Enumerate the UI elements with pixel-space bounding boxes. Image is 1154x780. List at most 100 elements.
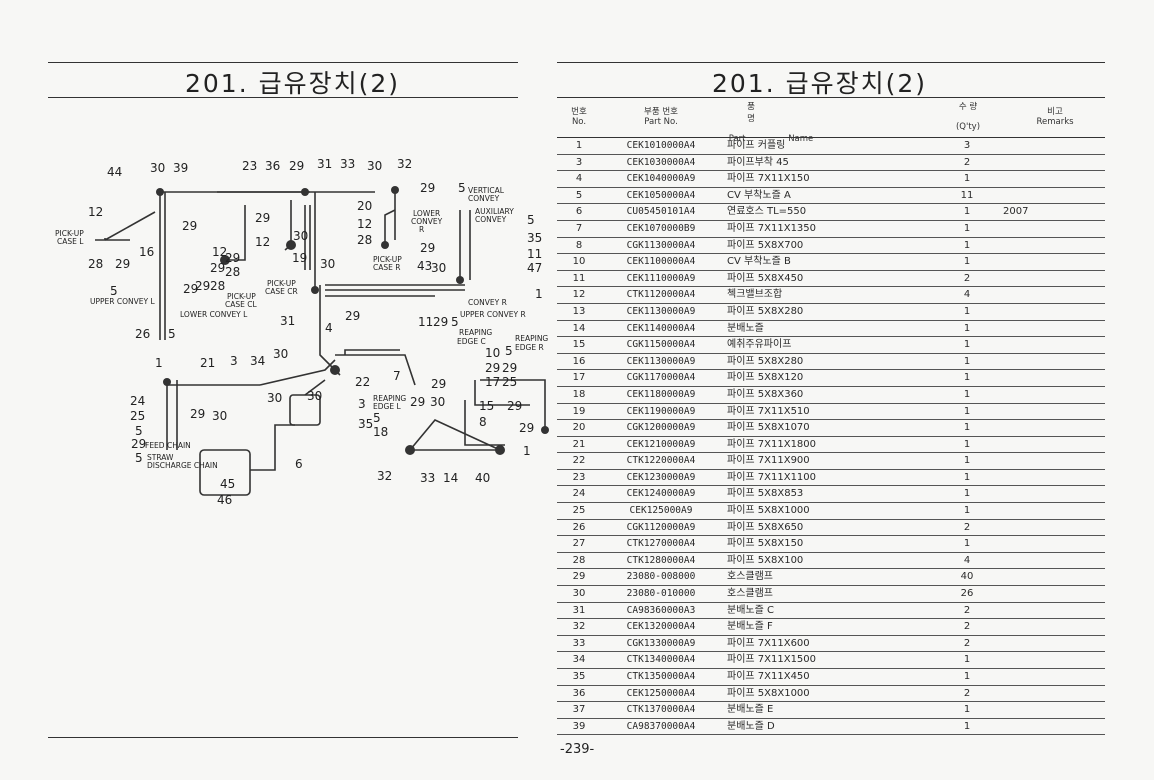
part-qty: 2 xyxy=(937,602,997,620)
diagram-label: 29 xyxy=(420,241,435,255)
part-name: 분배노즐 F xyxy=(721,618,937,636)
part-number-index: 36 xyxy=(557,685,601,703)
diagram-label: 45 xyxy=(220,477,235,491)
part-number-index: 6 xyxy=(557,203,601,221)
part-number-index: 29 xyxy=(557,568,601,587)
part-remarks xyxy=(997,220,1105,238)
part-name: 분배노즐 D xyxy=(721,718,937,736)
diagram-label: 29 xyxy=(345,309,360,323)
part-remarks xyxy=(997,568,1105,587)
part-code: CTK1280000A4 xyxy=(601,552,721,570)
diagram-label: 17 xyxy=(485,375,500,389)
diagram-label: 10 xyxy=(485,346,500,360)
part-number-index: 30 xyxy=(557,585,601,603)
diagram-label: 25 xyxy=(502,375,517,389)
diagram-label: 29 xyxy=(131,437,146,451)
diagram-label: 29 xyxy=(225,251,240,265)
part-number-index: 11 xyxy=(557,270,601,288)
part-remarks xyxy=(997,286,1105,304)
diagram-label: PICK-UP xyxy=(227,292,256,301)
part-qty: 1 xyxy=(937,718,997,736)
part-code: CEK1320000A4 xyxy=(601,618,721,636)
part-remarks xyxy=(997,237,1105,255)
part-name: 분배노즐 E xyxy=(721,701,937,719)
part-qty: 1 xyxy=(937,651,997,669)
diagram-label: 5 xyxy=(451,315,459,329)
part-name: 파이프 7X11X600 xyxy=(721,635,937,653)
diagram-label: 5 xyxy=(135,424,143,438)
part-number-index: 26 xyxy=(557,519,601,537)
part-name: 파이프 7X11X1100 xyxy=(721,469,937,487)
diagram-label: 40 xyxy=(475,471,490,485)
part-remarks xyxy=(997,270,1105,288)
header-rem-kr: 비고 xyxy=(1047,107,1063,117)
part-code: CEK1040000A9 xyxy=(601,170,721,188)
part-name: 파이프 5X8X1000 xyxy=(721,685,937,703)
part-number-index: 31 xyxy=(557,602,601,620)
part-name: 파이프 7X11X1350 xyxy=(721,220,937,238)
part-remarks xyxy=(997,651,1105,669)
diagram-label: 29 xyxy=(183,282,198,296)
diagram-label: STRAW xyxy=(147,453,174,462)
part-remarks xyxy=(997,485,1105,504)
part-code: CEK1210000A9 xyxy=(601,436,721,454)
part-code: CU05450101A4 xyxy=(601,203,721,221)
part-qty: 1 xyxy=(937,668,997,686)
part-code: CEK1050000A4 xyxy=(601,187,721,205)
diagram-label: 30 xyxy=(293,229,308,243)
diagram-label: 28 xyxy=(357,233,372,247)
part-remarks xyxy=(997,535,1105,553)
diagram-label: 46 xyxy=(217,493,232,507)
part-name: 파이프 5X8X853 xyxy=(721,485,937,504)
diagram-label: 36 xyxy=(265,159,280,173)
part-qty: 1 xyxy=(937,502,997,520)
left-bottom-rule xyxy=(48,737,518,738)
diagram-label: 29 xyxy=(507,399,522,413)
part-code: CTK1350000A4 xyxy=(601,668,721,686)
diagram-label: 31 xyxy=(317,157,332,171)
part-name: 파이프 7X11X450 xyxy=(721,668,937,686)
diagram-label: 4 xyxy=(325,321,333,335)
part-qty: 1 xyxy=(937,253,997,271)
diagram-label: 30 xyxy=(150,161,165,175)
diagram-label: 5 xyxy=(135,451,143,465)
part-qty: 1 xyxy=(937,436,997,454)
diagram-label: 33 xyxy=(420,471,435,485)
part-code: CEK1100000A4 xyxy=(601,253,721,271)
diagram-label: 24 xyxy=(130,394,145,408)
part-remarks xyxy=(997,685,1105,703)
part-qty: 1 xyxy=(937,701,997,719)
part-code: CGK1130000A4 xyxy=(601,237,721,255)
part-number-index: 22 xyxy=(557,452,601,470)
diagram-label: 3 xyxy=(230,354,238,368)
diagram-label: 30 xyxy=(273,347,288,361)
header-qty-en: (Q'ty) xyxy=(955,122,981,132)
diagram-label: 21 xyxy=(200,356,215,370)
part-number-index: 39 xyxy=(557,718,601,736)
diagram-label: 32 xyxy=(397,157,412,171)
part-name: 파이프 7X11X1800 xyxy=(721,436,937,454)
diagram-label: 12 xyxy=(88,205,103,219)
diagram-label: CONVEY xyxy=(411,217,443,226)
part-name: 첵크밸브조합 xyxy=(721,286,937,304)
part-number-index: 13 xyxy=(557,303,601,321)
diagram-label: 18 xyxy=(373,425,388,439)
part-name: 파이프 5X8X100 xyxy=(721,552,937,570)
part-qty: 1 xyxy=(937,303,997,321)
diagram-label: 29 xyxy=(210,261,225,275)
part-code: CGK1120000A9 xyxy=(601,519,721,537)
part-remarks xyxy=(997,602,1105,620)
right-title-underline xyxy=(557,97,1105,98)
part-remarks xyxy=(997,718,1105,736)
diagram-label: 1 xyxy=(523,444,531,458)
diagram-label: 5 xyxy=(458,181,466,195)
part-number-index: 24 xyxy=(557,485,601,504)
part-remarks xyxy=(997,187,1105,205)
